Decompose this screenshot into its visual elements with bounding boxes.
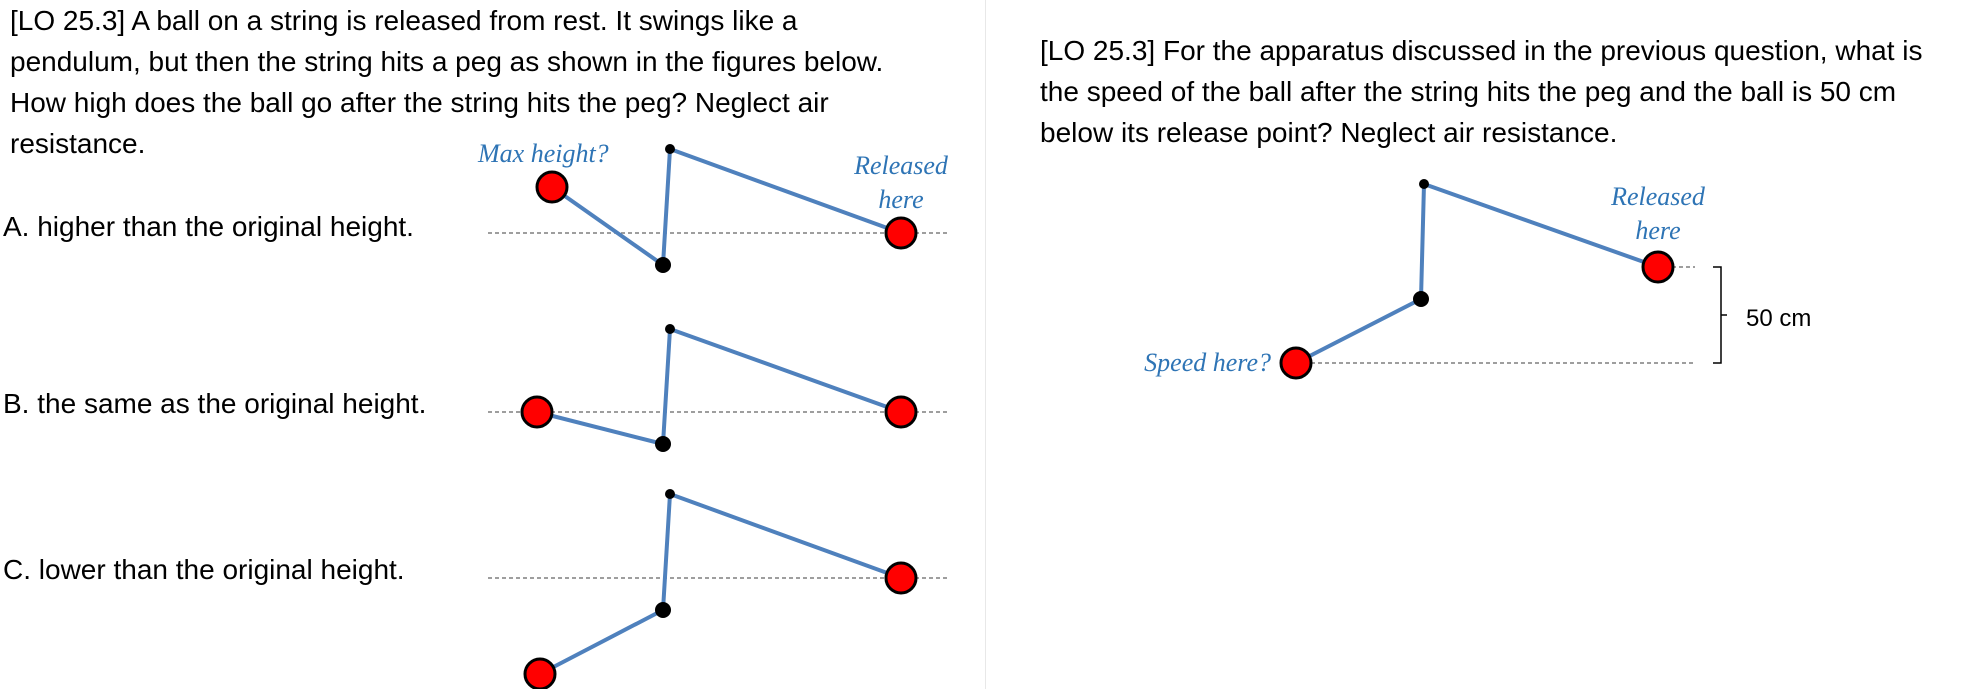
string-c <box>539 492 902 676</box>
question-1-prompt: [LO 25.3] A ball on a string is released… <box>10 5 884 159</box>
ball-released-c <box>884 561 918 595</box>
question-2-prompt: [LO 25.3] For the apparatus discussed in… <box>1040 35 1923 148</box>
string-b <box>536 327 902 446</box>
pivot-b <box>665 324 675 334</box>
column-divider <box>985 0 986 689</box>
ball-released-q2 <box>1641 250 1675 284</box>
released-label-q2-line2: here <box>1635 216 1680 245</box>
ball-max-height-a <box>535 170 569 204</box>
peg-c <box>655 602 671 618</box>
released-label-q2-line1: Released <box>1610 182 1706 211</box>
string-a <box>550 147 902 267</box>
ball-left-b <box>520 395 554 429</box>
peg-b <box>655 436 671 452</box>
speed-here-label: Speed here? <box>1144 348 1271 377</box>
released-label-a-line1: Released <box>853 151 949 180</box>
pivot-a <box>665 144 675 154</box>
max-height-label: Max height? <box>477 139 609 168</box>
figure-q2: Released here Speed here? 50 cm <box>1144 179 1811 380</box>
option-b[interactable]: B. the same as the original height. <box>3 388 427 419</box>
pivot-c <box>665 489 675 499</box>
option-a[interactable]: A. higher than the original height. <box>3 211 414 242</box>
figure-c <box>488 489 950 689</box>
string-q2 <box>1295 182 1659 365</box>
peg-a <box>655 257 671 273</box>
ball-released-a <box>884 216 918 250</box>
ball-low-c <box>523 657 557 689</box>
option-c[interactable]: C. lower than the original height. <box>3 554 405 585</box>
pivot-q2 <box>1419 179 1429 189</box>
figure-a: Max height? Released here <box>477 139 950 273</box>
ball-speed-q2 <box>1279 346 1313 380</box>
released-label-a-line2: here <box>878 185 923 214</box>
figure-b <box>488 324 950 452</box>
ball-released-b <box>884 395 918 429</box>
height-bracket <box>1713 266 1727 364</box>
height-drop-label: 50 cm <box>1746 305 1811 332</box>
peg-q2 <box>1413 291 1429 307</box>
